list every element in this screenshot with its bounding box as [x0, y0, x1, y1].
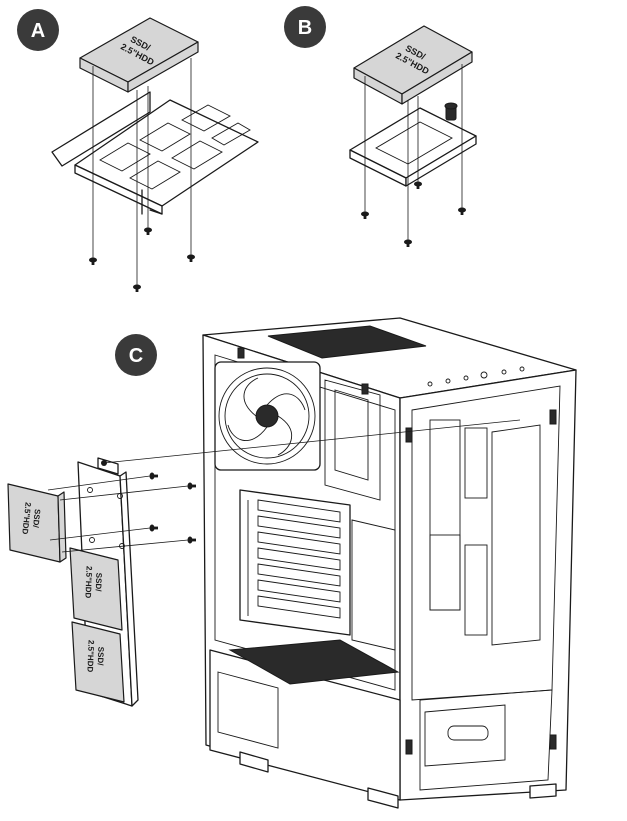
mounted-drive-1-label-line1: SSD/ — [94, 573, 104, 593]
panel-c: C — [7, 317, 577, 809]
panel-a: A SSD/ 2.5"HDD — [17, 9, 259, 292]
screw-icon — [361, 211, 369, 219]
mounted-drive-1: SSD/ 2.5"HDD — [69, 547, 123, 631]
panel-a-screws — [89, 58, 195, 292]
panel-a-label: A — [31, 20, 45, 42]
panel-b-tray — [349, 102, 477, 187]
panel-c-badge-circle — [115, 334, 157, 376]
screw-icon — [187, 482, 196, 490]
panel-b-label: B — [298, 17, 312, 39]
screw-icon — [458, 207, 466, 215]
loose-drive-label-line2: 2.5"HDD — [20, 502, 32, 535]
screw-icon — [133, 284, 141, 292]
psu-shroud — [209, 639, 401, 801]
screw-icon — [149, 524, 158, 532]
mounted-drive-2-label-line2: 2.5"HDD — [85, 640, 95, 673]
mounted-drive-1-label-line2: 2.5"HDD — [83, 566, 93, 599]
panel-b: B SSD/ 2.5"HDD — [284, 6, 477, 247]
screw-icon — [187, 536, 196, 544]
screw-icon — [149, 472, 158, 480]
loose-drive: SSD/ 2.5"HDD — [7, 483, 67, 563]
panel-a-bracket — [51, 91, 259, 215]
screw-icon — [414, 181, 422, 189]
panel-a-bracket-rail — [51, 91, 151, 167]
panel-b-drive: SSD/ 2.5"HDD — [353, 25, 473, 105]
pci-slot-covers — [239, 489, 351, 636]
screw-icon — [89, 257, 97, 265]
panel-a-badge-circle — [17, 9, 59, 51]
mounted-drive-2-label-line1: SSD/ — [96, 647, 106, 667]
pc-case — [202, 317, 577, 809]
mounted-drive-2: SSD/ 2.5"HDD — [71, 621, 125, 703]
thumbscrew-icon — [444, 102, 458, 121]
panel-b-drive-side — [401, 51, 473, 105]
front-io — [427, 366, 525, 387]
case-top-vent — [267, 325, 427, 359]
panel-c-screws — [47, 419, 521, 553]
panel-a-drive: SSD/ 2.5"HDD — [79, 17, 199, 93]
panel-b-screws — [361, 64, 466, 247]
screw-icon — [404, 239, 412, 247]
screw-icon — [187, 254, 195, 262]
case-front-panel — [399, 369, 577, 801]
panel-c-label: C — [129, 345, 143, 367]
fan-icon — [214, 361, 321, 471]
panel-a-drive-side — [127, 41, 199, 93]
panel-b-badge-circle — [284, 6, 326, 48]
panel-c-badge: C — [115, 334, 157, 376]
panel-a-badge: A — [17, 9, 59, 51]
panel-b-badge: B — [284, 6, 326, 48]
case-feet — [239, 751, 557, 809]
loose-drive-label-line1: SSD/ — [31, 509, 42, 529]
screw-icon — [144, 227, 152, 235]
